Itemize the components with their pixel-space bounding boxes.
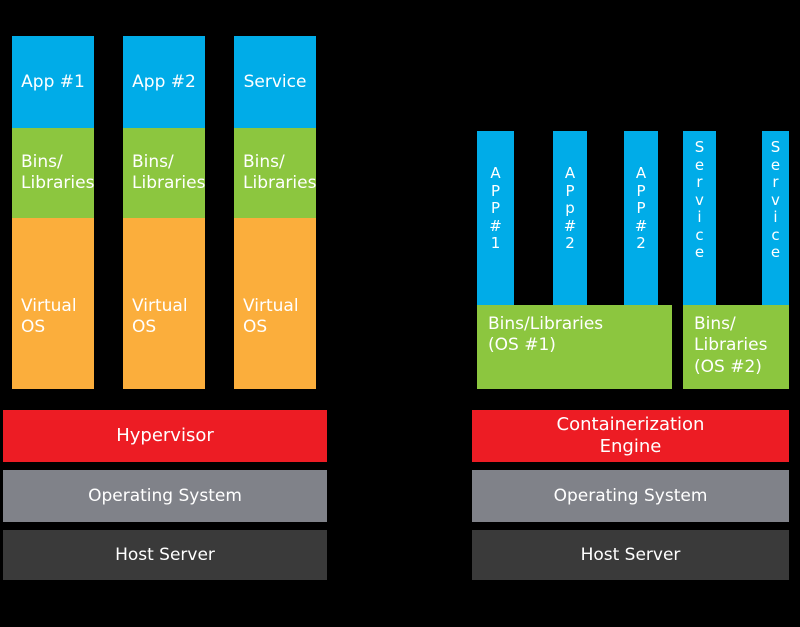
- container-label-letter: 1: [490, 234, 501, 253]
- container-label-letter: #: [489, 216, 502, 235]
- container-label-letter: c: [771, 225, 780, 244]
- vm-libraries-block: Bins/ Libraries: [234, 128, 316, 218]
- vm-app-block: App #2: [123, 36, 205, 128]
- container-label-letter: r: [772, 173, 779, 192]
- vm-virtual-os-block: Virtual OS: [234, 218, 316, 389]
- container-label-letter: e: [694, 243, 705, 262]
- container-label-letter: v: [771, 190, 780, 209]
- container-label-letter: P: [636, 181, 646, 200]
- container-label-letter: A: [635, 164, 647, 182]
- container-bins-libraries-block: Bins/Libraries (OS #1): [477, 305, 672, 389]
- container-label-letter: P: [490, 199, 501, 218]
- container-label-letter: 2: [636, 234, 646, 253]
- hypervisor-bar: Hypervisor: [3, 410, 327, 462]
- vm-app-block: Service: [234, 36, 316, 128]
- container-label-letter: P: [490, 181, 501, 200]
- container-label-letter: e: [770, 155, 781, 174]
- container-label-letter: A: [564, 164, 576, 182]
- container-label-letter: S: [770, 138, 781, 156]
- operating-system-bar: Operating System: [3, 470, 327, 522]
- vm-virtual-os-block: Virtual OS: [12, 218, 94, 389]
- container-label-letter: p: [565, 199, 575, 218]
- vm-libraries-block: Bins/ Libraries: [12, 128, 94, 218]
- operating-system-bar: Operating System: [472, 470, 789, 522]
- container-label-letter: #: [563, 216, 577, 235]
- container-bins-libraries-block: Bins/ Libraries (OS #2): [683, 305, 789, 389]
- vm-virtual-os-block: Virtual OS: [123, 218, 205, 389]
- container-label-letter: r: [696, 173, 703, 192]
- container-label-letter: P: [565, 181, 575, 200]
- container-label-letter: c: [695, 225, 704, 244]
- container-label-letter: v: [695, 190, 704, 209]
- container-label-letter: 2: [565, 234, 575, 253]
- container-label-letter: #: [634, 216, 648, 235]
- container-label-letter: P: [636, 199, 646, 218]
- containerization-engine-bar: Containerization Engine: [472, 410, 789, 462]
- container-label-letter: A: [490, 164, 501, 182]
- container-label-letter: i: [697, 208, 702, 227]
- container-label-letter: e: [694, 155, 705, 174]
- container-label-letter: S: [694, 138, 705, 156]
- vm-app-block: App #1: [12, 36, 94, 128]
- host-server-bar: Host Server: [3, 530, 327, 580]
- vm-libraries-block: Bins/ Libraries: [123, 128, 205, 218]
- host-server-bar: Host Server: [472, 530, 789, 580]
- container-label-letter: e: [770, 243, 781, 262]
- container-label-letter: i: [773, 208, 778, 227]
